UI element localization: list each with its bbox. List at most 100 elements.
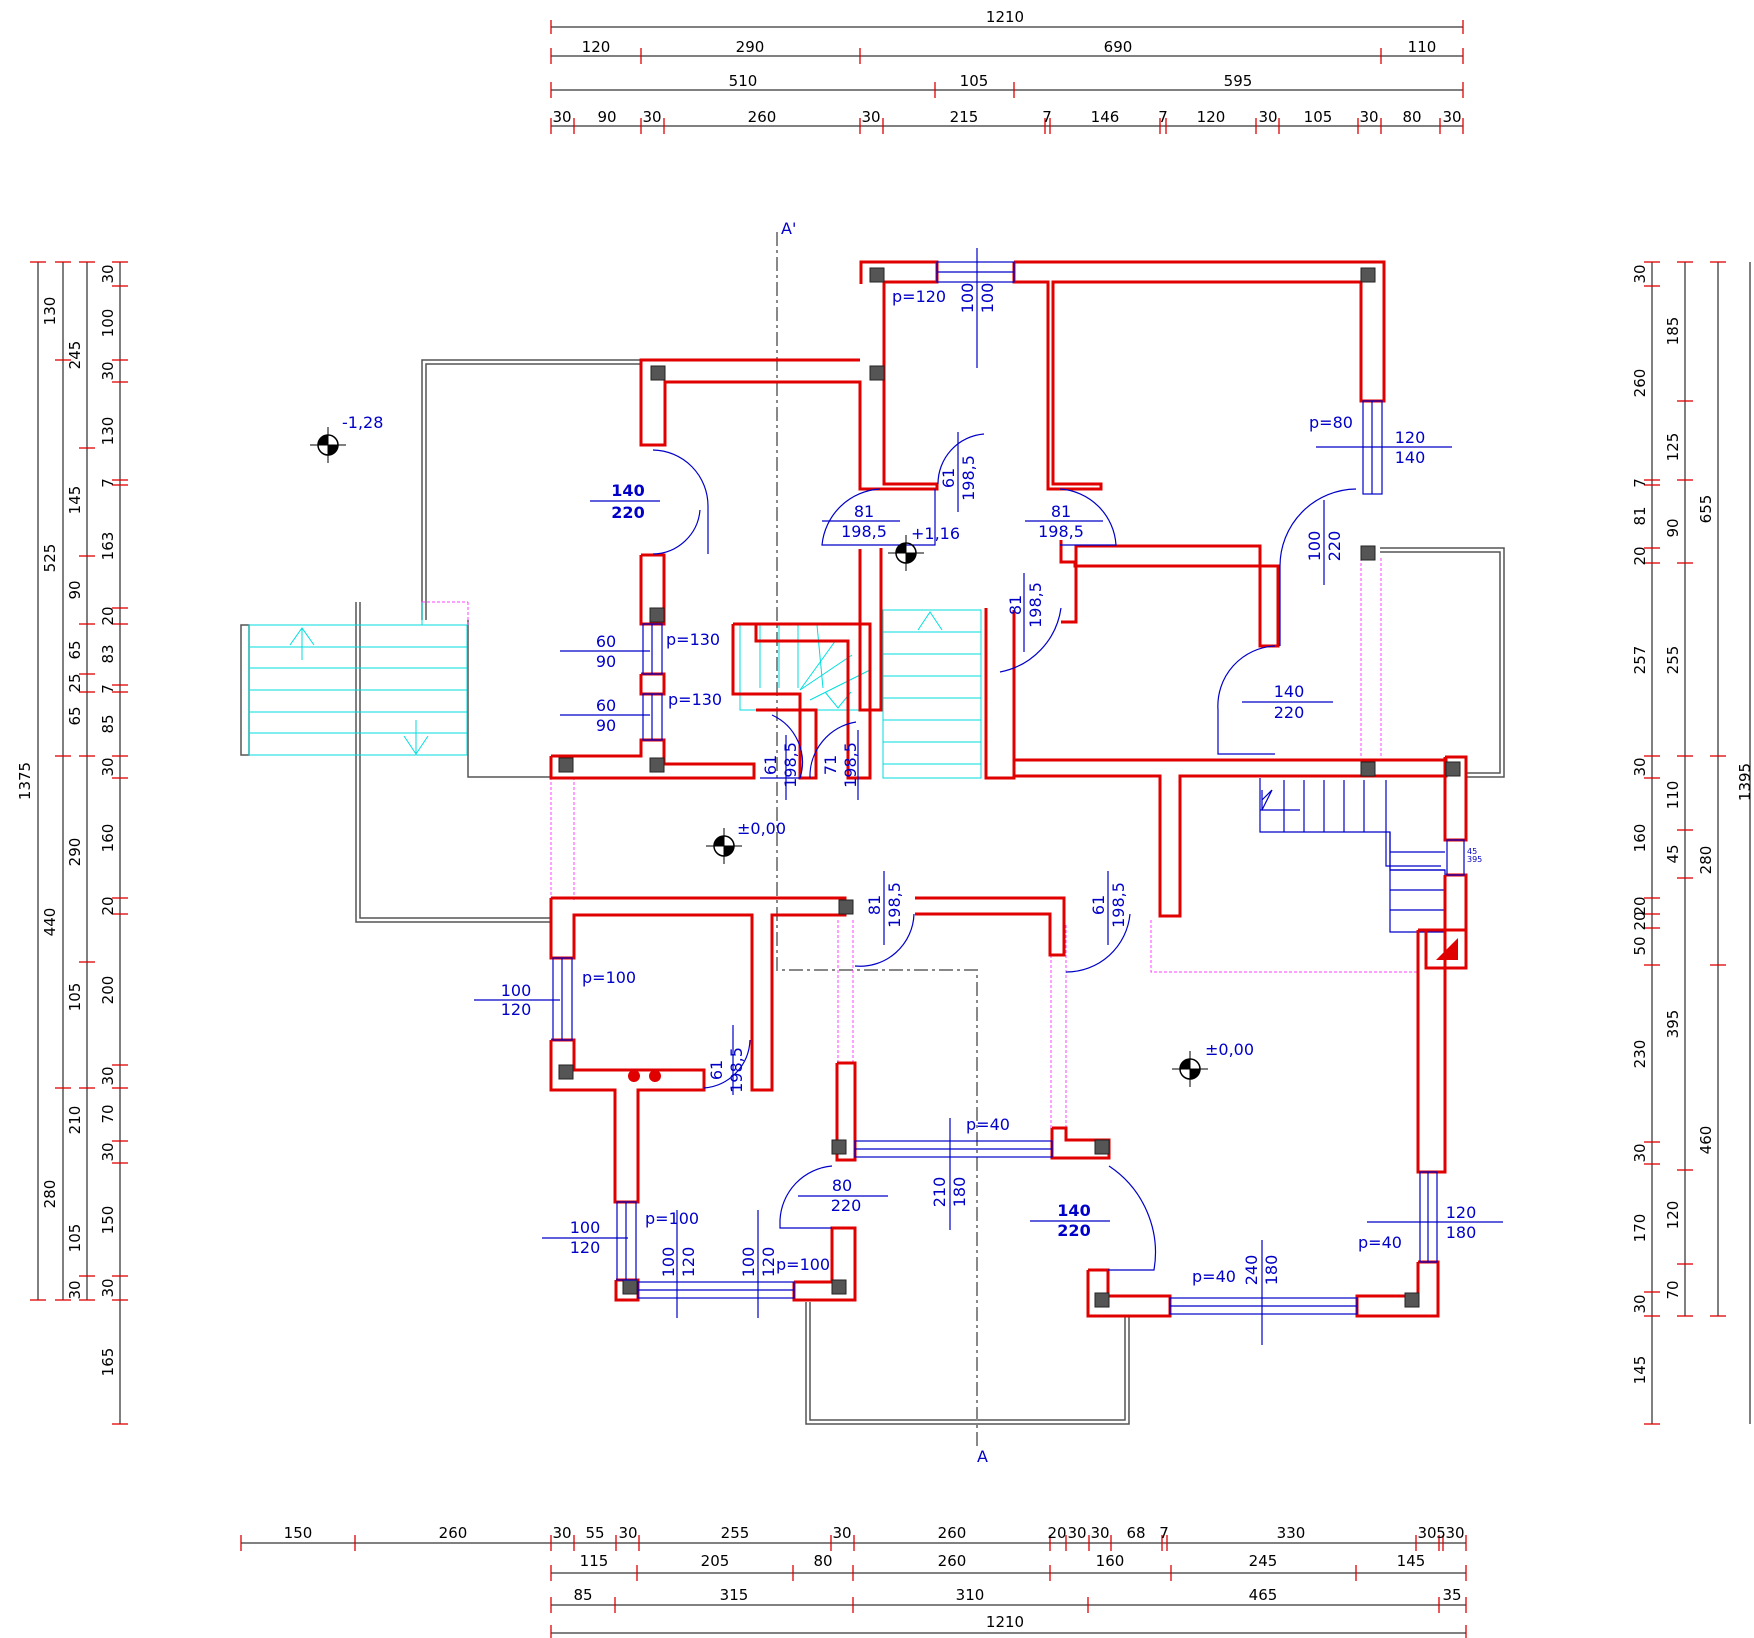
- opening-3-h: 90: [596, 716, 616, 735]
- dim-right-c1-12: 230: [1631, 1040, 1649, 1069]
- door-swing-13: [779, 1165, 833, 1229]
- opening-17-h: 198,5: [727, 1047, 746, 1093]
- dim-bot-r1-6: 255: [721, 1524, 750, 1542]
- door-swing-3: [937, 433, 985, 485]
- dim-bot-r2-4: 260: [938, 1552, 967, 1570]
- opening-18-h: 180: [950, 1177, 969, 1208]
- dim-left-c4-3: 30: [99, 361, 117, 380]
- dim-left-c4-7: 20: [99, 606, 117, 625]
- basement-stair: [1259, 778, 1446, 933]
- opening-1-w: 140: [611, 481, 644, 500]
- opening-17-w: 61: [707, 1060, 726, 1080]
- boiler-icon-2: [649, 1070, 661, 1082]
- door-swing-1: [652, 449, 709, 554]
- dim-left-c4-5: 7: [99, 478, 117, 488]
- dim-left-c3-11: 30: [66, 1280, 84, 1299]
- level-marker-hall: ±0,00: [706, 819, 786, 864]
- dim-left-c3-5: 25: [66, 673, 84, 692]
- opening-21-h: 120: [570, 1238, 601, 1257]
- dim-bot-r1-17: 30: [1445, 1524, 1464, 1542]
- dim-right-c1-15: 30: [1631, 1294, 1649, 1313]
- opening-21-w: 100: [570, 1218, 601, 1237]
- opening-11-w: 140: [1274, 682, 1305, 701]
- opening-19-h: 220: [831, 1196, 862, 1215]
- dim-right-c2-6: 45: [1664, 844, 1682, 863]
- main-stair: [882, 609, 982, 779]
- dim-right-c1-13: 30: [1631, 1143, 1649, 1162]
- dim-top-r3-12: 105: [1304, 108, 1333, 126]
- dim-bot-r1-1: 150: [284, 1524, 313, 1542]
- dim-bot-r2-3: 80: [813, 1552, 832, 1570]
- opening-1-h: 220: [611, 503, 644, 522]
- opening-13-w: 71: [821, 755, 840, 775]
- dim-bot-r2-7: 145: [1397, 1552, 1426, 1570]
- opening-3-w: 60: [596, 696, 616, 715]
- dim-top-r3-10: 120: [1197, 108, 1226, 126]
- opening-labels: 140 220 60 90 60 90 81 198,5 81 198,5 61…: [474, 248, 1503, 1345]
- level-hall-label: ±0,00: [737, 819, 786, 838]
- opening-22-h: 120: [679, 1247, 698, 1278]
- dim-left-c3-9: 210: [66, 1106, 84, 1135]
- dim-left-c4-2: 100: [99, 309, 117, 338]
- opening-8-w: 120: [1395, 428, 1426, 447]
- dim-top-r1-b: 290: [736, 38, 765, 56]
- opening-8-h: 140: [1395, 448, 1426, 467]
- dim-left-c4-4: 130: [99, 417, 117, 446]
- boiler-icon: [628, 1070, 640, 1082]
- dim-left-c4-1: 30: [99, 264, 117, 283]
- sill-label-5: p=100: [582, 968, 636, 987]
- dim-bot-overall: 1210: [986, 1613, 1024, 1631]
- dim-bot-r1-15: 30: [1417, 1524, 1436, 1542]
- chimney-icon: [1436, 938, 1458, 960]
- dim-top-r1-d: 110: [1408, 38, 1437, 56]
- sill-label-9: p=40: [1192, 1267, 1236, 1286]
- opening-16-w: 100: [501, 981, 532, 1000]
- dim-bot-r1-16: 5: [1436, 1524, 1446, 1542]
- dim-right-c2-4: 255: [1664, 646, 1682, 675]
- dim-left-c4-12: 160: [99, 824, 117, 853]
- door-swing-11: [1065, 913, 1131, 973]
- dim-bot-r3-3: 310: [956, 1586, 985, 1604]
- dim-bot-r1-2: 260: [439, 1524, 468, 1542]
- door-swing-8: [760, 714, 804, 779]
- section-mark-top: A': [781, 219, 796, 238]
- dim-bot-r1-7: 30: [832, 1524, 851, 1542]
- dim-right-c1-5: 20: [1631, 546, 1649, 565]
- dim-top-r3-13: 30: [1359, 108, 1378, 126]
- dim-bot-r1-3: 30: [552, 1524, 571, 1542]
- dim-top-r1-a: 120: [582, 38, 611, 56]
- dim-right-c2-3: 90: [1664, 518, 1682, 537]
- dim-left-c2-4: 280: [41, 1180, 59, 1209]
- dim-left-c3-1: 245: [66, 341, 84, 370]
- dim-left-c4-11: 30: [99, 757, 117, 776]
- dim-right-c1-2: 260: [1631, 369, 1649, 398]
- dim-top-r3-9: 7: [1158, 108, 1168, 126]
- opening-23-w: 100: [739, 1247, 758, 1278]
- dim-left-c4-18: 150: [99, 1206, 117, 1235]
- dim-left-c4-8: 83: [99, 644, 117, 663]
- terrace-outlines: [240, 359, 1505, 1425]
- dim-top-r3-4: 260: [748, 108, 777, 126]
- opening-10-h: 198,5: [1026, 582, 1045, 628]
- dim-left-c4-15: 30: [99, 1066, 117, 1085]
- bottom-dimensions: 150 260 30 55 30 255 30 260 20 30 30 68 …: [240, 1524, 1467, 1638]
- section-line: A' A: [776, 219, 988, 1466]
- opening-9-w: 100: [1305, 531, 1324, 562]
- opening-5-h: 198,5: [1038, 522, 1084, 541]
- dim-left-c3-4: 65: [66, 640, 84, 659]
- opening-11-h: 220: [1274, 703, 1305, 722]
- opening-18-w: 210: [930, 1177, 949, 1208]
- door-swing-10: [854, 913, 915, 967]
- door-swing-7: [1217, 645, 1276, 755]
- opening-7-h: 100: [978, 283, 997, 314]
- door-swing-14: [1108, 1165, 1157, 1271]
- dim-bot-r3-1: 85: [573, 1586, 592, 1604]
- dim-top-r3-1: 30: [552, 108, 571, 126]
- dim-left-c4-16: 70: [99, 1104, 117, 1123]
- dim-bot-r3-2: 315: [720, 1586, 749, 1604]
- dim-left-c4-14: 200: [99, 976, 117, 1005]
- opening-24-h: 180: [1262, 1255, 1281, 1286]
- level-exterior-label: -1,28: [342, 413, 383, 432]
- sill-label-3: p=130: [666, 630, 720, 649]
